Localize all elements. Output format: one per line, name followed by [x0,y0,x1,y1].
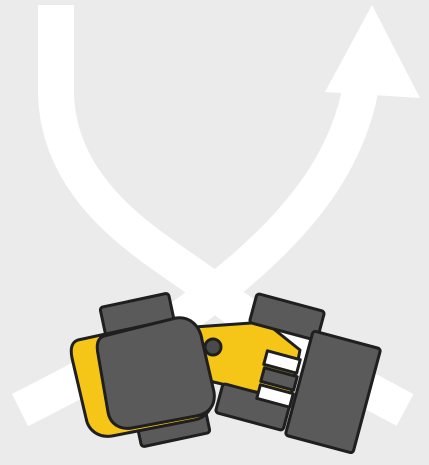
loader-cab-cover [97,318,214,429]
pivot-joint [205,339,221,355]
